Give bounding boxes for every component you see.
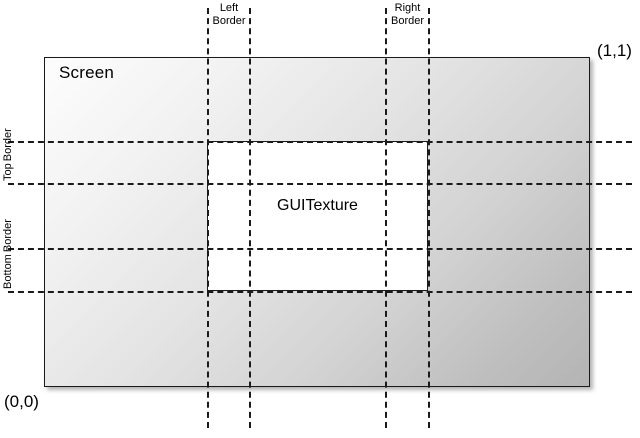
bottom-border-label: Bottom Border — [2, 219, 14, 289]
guide-line-vertical-right-inner — [385, 8, 387, 428]
guitexture-rectangle: GUITexture — [207, 141, 428, 291]
right-border-label-line2: Border — [390, 15, 425, 27]
guide-line-horizontal-top-inner — [8, 183, 632, 185]
guide-line-horizontal-bottom-outer — [8, 291, 632, 293]
guide-line-vertical-left-inner — [207, 8, 209, 428]
guide-line-horizontal-top-outer — [8, 141, 632, 143]
bottom-border-label-line2: Border — [2, 219, 14, 253]
right-border-label: Right Border — [386, 2, 429, 28]
screen-label: Screen — [59, 63, 115, 82]
left-border-label: Left Border — [209, 2, 249, 28]
bottom-border-label-line1: Bottom — [2, 254, 14, 289]
left-border-label-line1: Left — [219, 2, 239, 14]
guitexture-label: GUITexture — [277, 197, 358, 214]
guide-line-vertical-left-outer — [249, 8, 251, 428]
coordinate-top-right: (1,1) — [597, 41, 632, 60]
top-border-label-line1: Top — [2, 163, 14, 181]
top-border-label-line2: Border — [2, 128, 14, 162]
left-border-label-line2: Border — [212, 15, 246, 27]
guide-line-vertical-right-outer — [428, 8, 430, 428]
right-border-label-line1: Right — [394, 2, 421, 14]
top-border-label: Top Border — [2, 128, 14, 181]
guide-line-horizontal-bottom-inner — [8, 248, 632, 250]
coordinate-bottom-left: (0,0) — [4, 392, 39, 411]
